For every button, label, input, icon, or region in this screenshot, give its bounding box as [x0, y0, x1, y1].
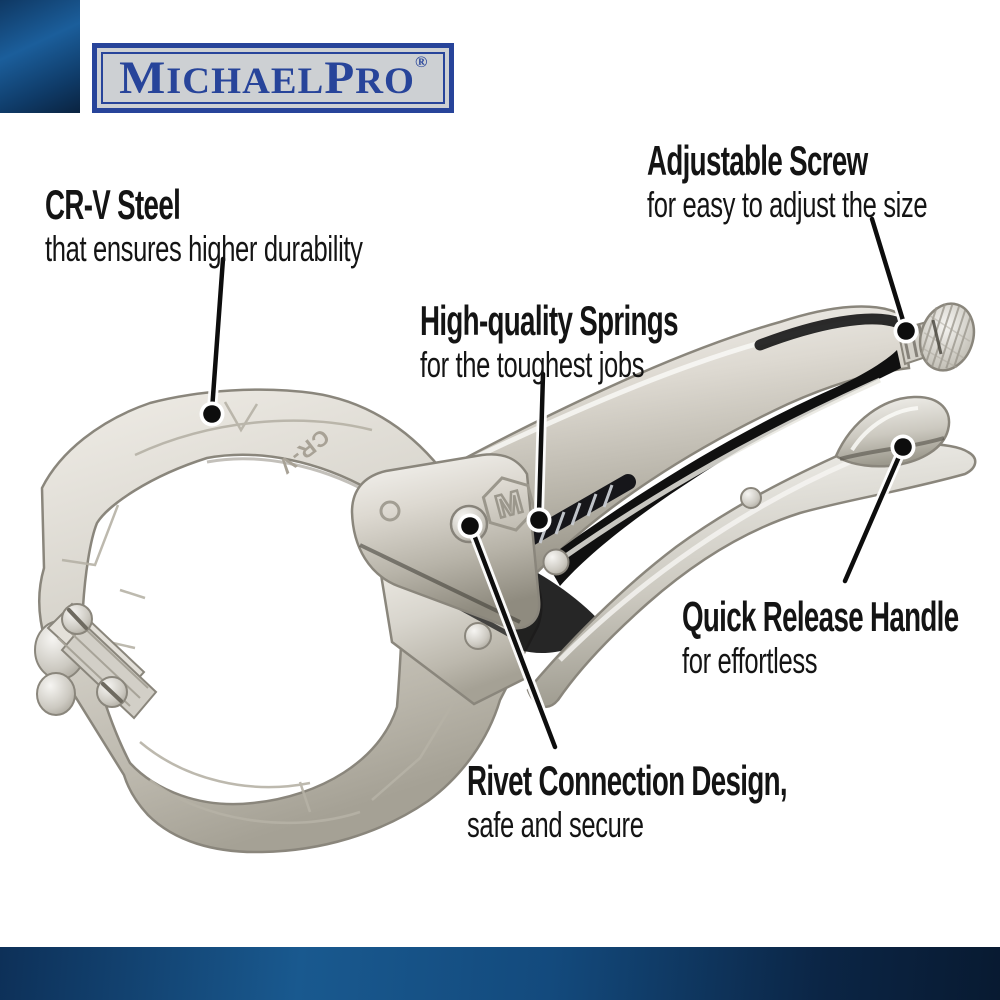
handle-slot-dark [754, 313, 902, 351]
registered-trademark-icon: ® [414, 53, 428, 71]
callout-quick-title: Quick Release Handle [682, 593, 959, 640]
leader-dot-springs [530, 511, 548, 529]
lever-rivet [740, 487, 762, 509]
spoon-highlight [850, 406, 919, 452]
lever-spoon-tip [834, 395, 951, 468]
callout-screw-title: Adjustable Screw [647, 137, 868, 184]
brand-logo-text: MICHAELPRO® [118, 51, 428, 104]
logo-letters-ro: RO [354, 60, 415, 102]
leader-dot-crv [203, 405, 221, 423]
logo-letters-ichael: ICHAEL [165, 60, 325, 102]
logo-letter-p: P [324, 51, 355, 104]
callout-crv-subtitle: that ensures higher durability [45, 228, 363, 269]
linkage-rivet [464, 622, 492, 650]
top-left-accent-bar [0, 0, 80, 113]
leader-dots [199, 318, 919, 539]
callout-adjustable-screw: Adjustable Screw for easy to adjust the … [647, 140, 1000, 223]
leader-line-rivet [470, 529, 558, 750]
swivel-pad-lower [36, 672, 76, 716]
leader-lines [199, 214, 919, 752]
callout-rivet-title: Rivet Connection Design, [467, 757, 788, 804]
callout-crv-steel: CR-V Steel that ensures higher durabilit… [45, 184, 492, 267]
knurl-texture [920, 303, 972, 370]
leader-line-quick [842, 449, 904, 584]
pad-screw-upper-slot [67, 608, 88, 630]
callout-springs: High-quality Springs for the toughest jo… [420, 300, 811, 383]
callout-springs-title: High-quality Springs [420, 297, 679, 344]
callout-screw-subtitle: for easy to adjust the size [647, 184, 928, 225]
callout-crv-title: CR-V Steel [45, 181, 181, 228]
leader-dot-quick [894, 438, 912, 456]
swivel-pad-assembly [34, 602, 158, 720]
plate-under-shadow [359, 543, 521, 624]
bottom-accent-bar [0, 947, 1000, 1000]
leader-line-screw [869, 216, 908, 330]
leader-dot-screw [897, 322, 915, 340]
quick-release-lever [526, 395, 977, 709]
adjusting-screw [896, 302, 976, 372]
logo-letter-m: M [118, 51, 166, 104]
pad-screw-lower-slot [101, 682, 123, 703]
callout-quick-release: Quick Release Handle for effortless [682, 596, 1000, 679]
callout-rivet-connection: Rivet Connection Design, safe and secure [467, 760, 952, 843]
leader-line-crv [209, 256, 226, 413]
knurled-knob [918, 302, 976, 372]
leader-dot-rivet [461, 517, 479, 535]
callout-springs-subtitle: for the toughest jobs [420, 344, 645, 385]
lever-highlight [558, 459, 852, 662]
handle-channel-dark [545, 350, 901, 586]
secondary-rivet [542, 548, 570, 576]
leader-line-springs [536, 371, 546, 517]
channel-lip-highlight [558, 377, 882, 563]
callout-rivet-subtitle: safe and secure [467, 804, 644, 845]
frame-inner-shadow [206, 457, 369, 494]
knob-thread-gap [931, 319, 943, 355]
callout-quick-subtitle: for effortless [682, 640, 818, 681]
plate-embossed-circle [379, 500, 401, 522]
